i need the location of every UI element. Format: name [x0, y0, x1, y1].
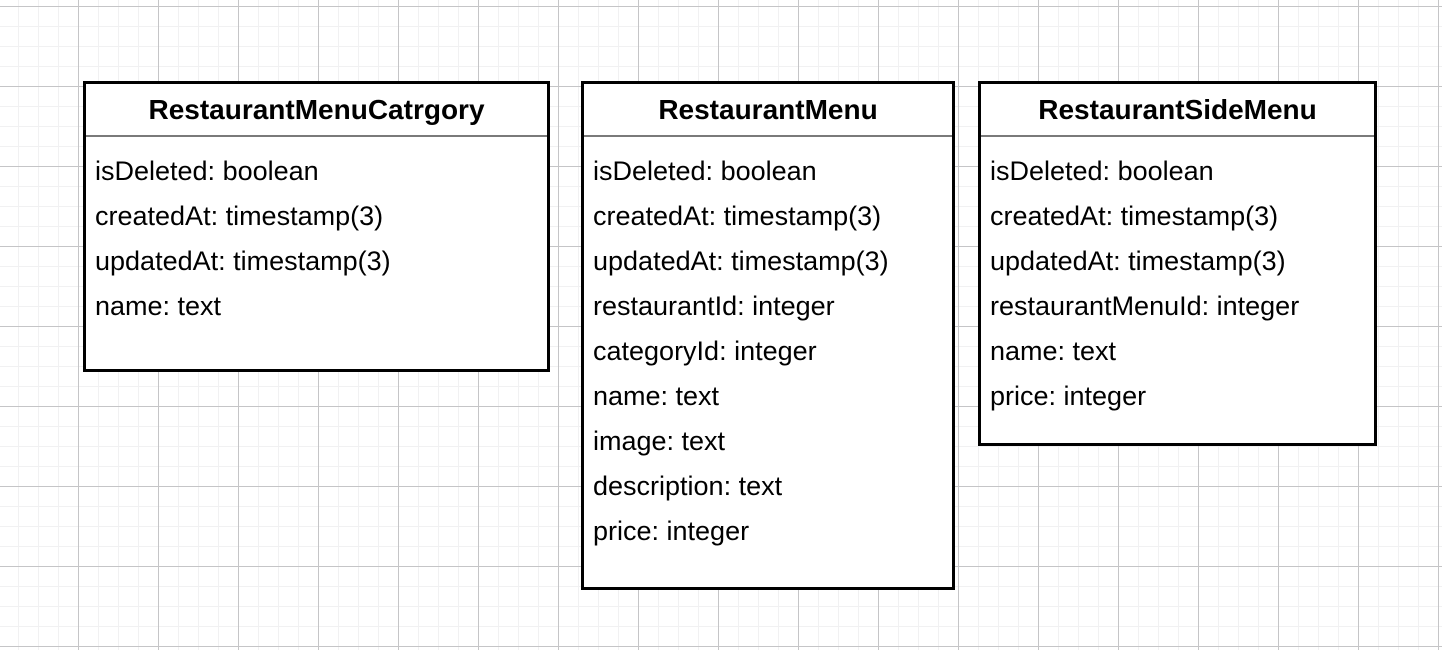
entity-field: updatedAt: timestamp(3) [990, 246, 1286, 276]
entity-field-list: isDeleted: boolean createdAt: timestamp(… [584, 137, 952, 554]
entity-field: price: integer [593, 516, 750, 546]
entity-title-bar: RestaurantMenuCatrgory [86, 84, 547, 137]
entity-field: price: integer [990, 381, 1147, 411]
entity-title-bar: RestaurantMenu [584, 84, 952, 137]
entity-title: RestaurantMenu [658, 93, 878, 125]
entity-restaurant-side-menu[interactable]: RestaurantSideMenu isDeleted: boolean cr… [978, 81, 1377, 446]
entity-field-list: isDeleted: boolean createdAt: timestamp(… [86, 137, 547, 329]
entity-field: createdAt: timestamp(3) [990, 201, 1279, 231]
entity-restaurant-menu-category[interactable]: RestaurantMenuCatrgory isDeleted: boolea… [83, 81, 550, 372]
entity-field: description: text [593, 471, 783, 501]
entity-field: restaurantMenuId: integer [990, 291, 1300, 321]
entity-field-list: isDeleted: boolean createdAt: timestamp(… [981, 137, 1374, 419]
entity-title: RestaurantMenuCatrgory [148, 93, 485, 125]
entity-field: createdAt: timestamp(3) [95, 201, 384, 231]
entity-restaurant-menu[interactable]: RestaurantMenu isDeleted: boolean create… [581, 81, 955, 590]
entity-field: restaurantId: integer [593, 291, 835, 321]
entity-title: RestaurantSideMenu [1038, 93, 1317, 125]
entity-field: updatedAt: timestamp(3) [593, 246, 889, 276]
entity-field: isDeleted: boolean [593, 156, 817, 186]
entity-field: createdAt: timestamp(3) [593, 201, 882, 231]
entity-title-bar: RestaurantSideMenu [981, 84, 1374, 137]
entity-field: name: text [990, 336, 1117, 366]
entity-field: image: text [593, 426, 726, 456]
entity-field: isDeleted: boolean [990, 156, 1214, 186]
entity-field: name: text [95, 291, 222, 321]
entity-field: isDeleted: boolean [95, 156, 319, 186]
entity-field: name: text [593, 381, 720, 411]
entity-field: updatedAt: timestamp(3) [95, 246, 391, 276]
entity-field: categoryId: integer [593, 336, 817, 366]
